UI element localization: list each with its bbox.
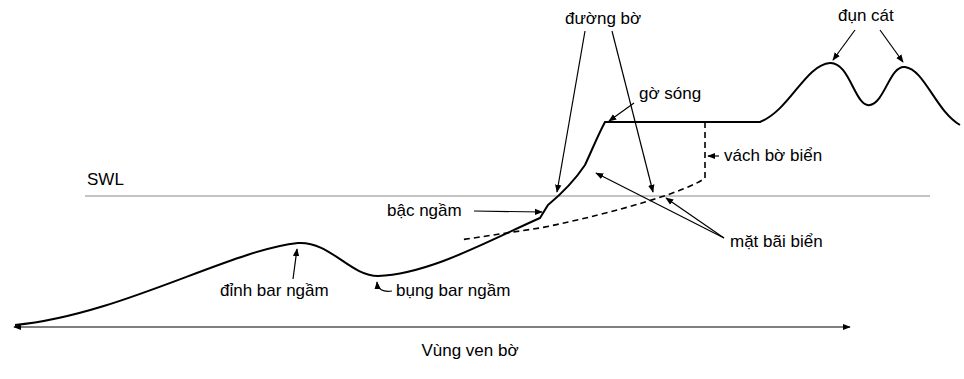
profile-line [15,63,960,325]
swl-line [85,196,930,197]
bar-trough-label: bụng bar ngầm [394,281,512,301]
bar-crest-label: đỉnh bar ngầm [218,281,331,301]
leader-lines [14,30,903,327]
water-level-label: SWL [85,170,126,190]
step-label: bậc ngầm [385,201,464,221]
scarp-label: vách bờ biển [722,146,824,166]
dune-label: đụn cát [836,6,896,26]
zone-label: Vùng ven bờ [419,341,520,361]
shoreline-label: đường bờ [563,9,643,29]
berm-label: gờ sóng [637,84,703,104]
eroded-profile [460,122,705,240]
beach-face-label: mặt bãi biển [728,232,825,252]
